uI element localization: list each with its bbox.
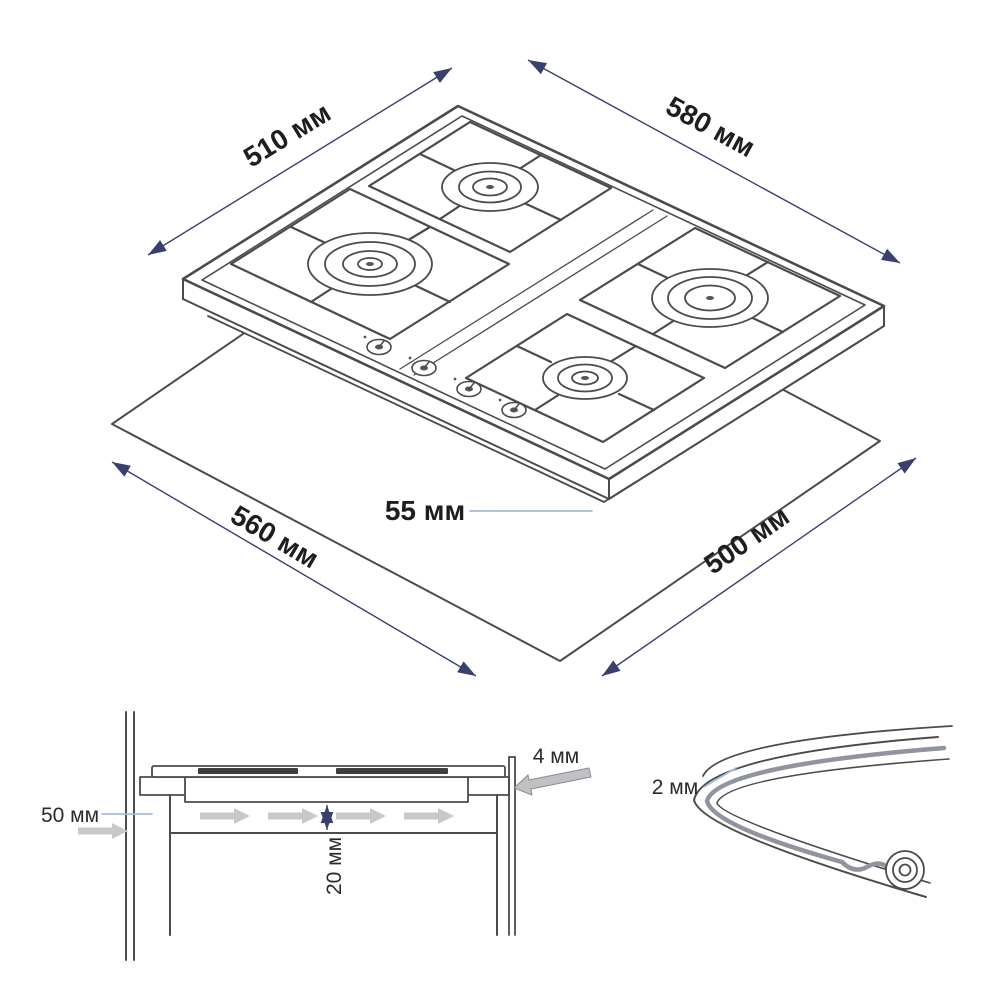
hob-edge-inner (716, 758, 950, 884)
control-knob (363, 335, 392, 356)
clearance-20-label: 20 мм (323, 837, 346, 895)
hob-edge-outer (693, 736, 939, 898)
clearance-50: 50 мм (41, 804, 153, 827)
installation-section: 50 мм 20 мм 4 мм (41, 711, 592, 961)
wall (125, 711, 135, 961)
seal-thickness-leader (703, 767, 737, 788)
dim-580-arrow (527, 59, 901, 264)
dimension-55: 55 мм (385, 495, 593, 526)
dim-55-label: 55 мм (385, 495, 465, 526)
rear-gap-arrow (513, 767, 592, 796)
dim-500-arrow (601, 457, 917, 677)
seal-thickness-2: 2 мм (652, 767, 737, 799)
burner-left-large (307, 232, 433, 296)
hob-section-profile (151, 765, 506, 803)
rear-gap-4-label: 4 мм (533, 745, 579, 768)
dim-500-label: 500 мм (698, 500, 795, 580)
seal-tape-wave (839, 859, 890, 872)
rear-gap-4: 4 мм (513, 745, 592, 796)
hob-edge-top (702, 725, 953, 777)
seal-detail: 2 мм (652, 725, 953, 898)
seal-thickness-label: 2 мм (652, 776, 698, 799)
cabinet (169, 756, 516, 936)
dimension-500: 500 мм (601, 457, 917, 677)
clearance-20: 20 мм (320, 805, 346, 895)
control-knobs (363, 335, 527, 419)
burner-top (441, 162, 539, 212)
hob-top-surface (181, 104, 886, 481)
hob-isometric-drawing (181, 104, 886, 503)
dim-580-label: 580 мм (661, 90, 760, 163)
seal-tape-roll (885, 850, 925, 890)
dim-560-arrow (111, 461, 477, 677)
burner-box-section (184, 776, 469, 803)
burner-bar (336, 768, 448, 774)
dim-510-arrow (147, 67, 453, 256)
burner-right-large (651, 268, 769, 328)
control-knob (498, 398, 527, 419)
control-knob (453, 377, 482, 398)
seal-strip (704, 745, 947, 865)
clearance-50-label: 50 мм (41, 804, 99, 827)
dim-510-label: 510 мм (238, 97, 336, 174)
control-knob (408, 356, 437, 377)
burner-front-small (542, 356, 628, 400)
burner-bar (198, 768, 298, 774)
